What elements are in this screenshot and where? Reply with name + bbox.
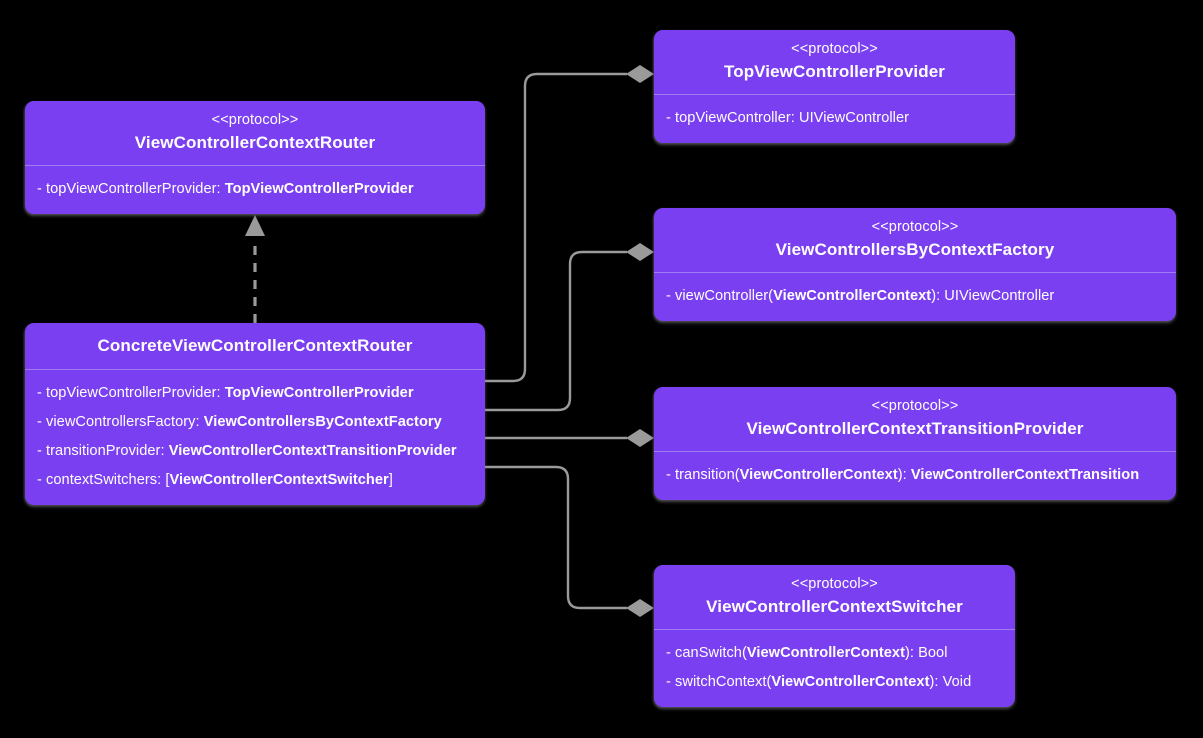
class-name-label: ViewControllerContextSwitcher	[706, 597, 963, 616]
member-type: TopViewControllerProvider	[224, 181, 414, 197]
class-members: - viewController(ViewControllerContext):…	[654, 273, 1176, 321]
class-members: - canSwitch(ViewControllerContext): Bool…	[654, 630, 1015, 707]
aggregation-diamond-view-controller-context-transition-provider	[626, 429, 654, 447]
class-name-label: ViewControllerContextTransitionProvider	[746, 419, 1084, 438]
class-header: <<protocol>> ViewControllerContextSwitch…	[654, 565, 1015, 630]
aggregation-line-top-view-controller-provider	[485, 72, 627, 383]
class-header: <<protocol>> ViewControllersByContextFac…	[654, 208, 1176, 273]
stereotype-label: <<protocol>>	[871, 398, 959, 414]
connector-aggregation-view-controllers-by-context-factory	[485, 243, 654, 412]
class-box-top-view-controller-provider[interactable]: <<protocol>> TopViewControllerProvider -…	[654, 30, 1015, 143]
class-box-view-controller-context-router[interactable]: <<protocol>> ViewControllerContextRouter…	[25, 101, 485, 214]
aggregation-diamond-view-controllers-by-context-factory	[626, 243, 654, 261]
member-type: ViewControllerContext	[746, 645, 905, 661]
class-name-label: ViewControllerContextRouter	[134, 133, 376, 152]
member-return-type: ViewControllerContextTransition	[910, 467, 1140, 483]
member-type: ViewControllersByContextFactory	[203, 414, 442, 430]
member-type: ViewControllerContext	[771, 674, 930, 690]
member-row: - topViewController: UIViewController	[666, 110, 910, 126]
stereotype-label: <<protocol>>	[211, 112, 299, 128]
member-row: - topViewControllerProvider: TopViewCont…	[37, 385, 414, 401]
class-box-view-controllers-by-context-factory[interactable]: <<protocol>> ViewControllersByContextFac…	[654, 208, 1176, 321]
aggregation-line-view-controller-context-switcher	[485, 465, 627, 610]
class-members: - topViewControllerProvider: TopViewCont…	[25, 370, 485, 505]
member-row: - viewControllersFactory: ViewController…	[37, 414, 442, 430]
class-box-concrete-view-controller-context-router[interactable]: ConcreteViewControllerContextRouter - to…	[25, 323, 485, 505]
class-box-view-controller-context-transition-provider[interactable]: <<protocol>> ViewControllerContextTransi…	[654, 387, 1176, 500]
class-name-label: TopViewControllerProvider	[723, 62, 946, 81]
member-row: - transitionProvider: ViewControllerCont…	[37, 443, 457, 459]
class-header: <<protocol>> TopViewControllerProvider	[654, 30, 1015, 95]
connector-aggregation-top-view-controller-provider	[485, 65, 654, 383]
aggregation-line-view-controllers-by-context-factory	[485, 250, 627, 412]
connector-aggregation-view-controller-context-switcher	[485, 465, 654, 617]
class-members: - topViewControllerProvider: TopViewCont…	[25, 166, 485, 214]
class-members: - transition(ViewControllerContext): Vie…	[654, 452, 1176, 500]
stereotype-label: <<protocol>>	[791, 576, 878, 592]
member-type: ViewControllerContextTransitionProvider	[168, 443, 457, 459]
member-param-type: ViewControllerContext	[739, 467, 898, 483]
member-row: - canSwitch(ViewControllerContext): Bool	[666, 645, 948, 661]
class-name-label: ConcreteViewControllerContextRouter	[97, 336, 413, 355]
class-header: <<protocol>> ViewControllerContextRouter	[25, 101, 485, 166]
aggregation-diamond-top-view-controller-provider	[626, 65, 654, 83]
member-row: - topViewControllerProvider: TopViewCont…	[37, 181, 414, 197]
member-type: ViewControllerContextSwitcher	[169, 472, 389, 488]
member-row: - switchContext(ViewControllerContext): …	[666, 674, 972, 690]
class-header: ConcreteViewControllerContextRouter	[25, 323, 485, 370]
member-type: TopViewControllerProvider	[224, 385, 414, 401]
class-header: <<protocol>> ViewControllerContextTransi…	[654, 387, 1176, 452]
class-members: - topViewController: UIViewController	[654, 95, 1015, 143]
member-type: ViewControllerContext	[773, 288, 932, 304]
member-row: - transition(ViewControllerContext): Vie…	[666, 467, 1140, 483]
class-box-view-controller-context-switcher[interactable]: <<protocol>> ViewControllerContextSwitch…	[654, 565, 1015, 707]
stereotype-label: <<protocol>>	[871, 219, 959, 235]
member-row: - contextSwitchers: [ViewControllerConte…	[37, 472, 393, 488]
aggregation-diamond-view-controller-context-switcher	[626, 599, 654, 617]
connector-realization-concrete-to-router	[245, 215, 265, 323]
connector-aggregation-view-controller-context-transition-provider	[485, 429, 654, 447]
realization-triangle-arrowhead	[245, 215, 265, 236]
stereotype-label: <<protocol>>	[791, 41, 878, 57]
member-row: - viewController(ViewControllerContext):…	[666, 288, 1055, 304]
class-name-label: ViewControllersByContextFactory	[775, 240, 1055, 259]
